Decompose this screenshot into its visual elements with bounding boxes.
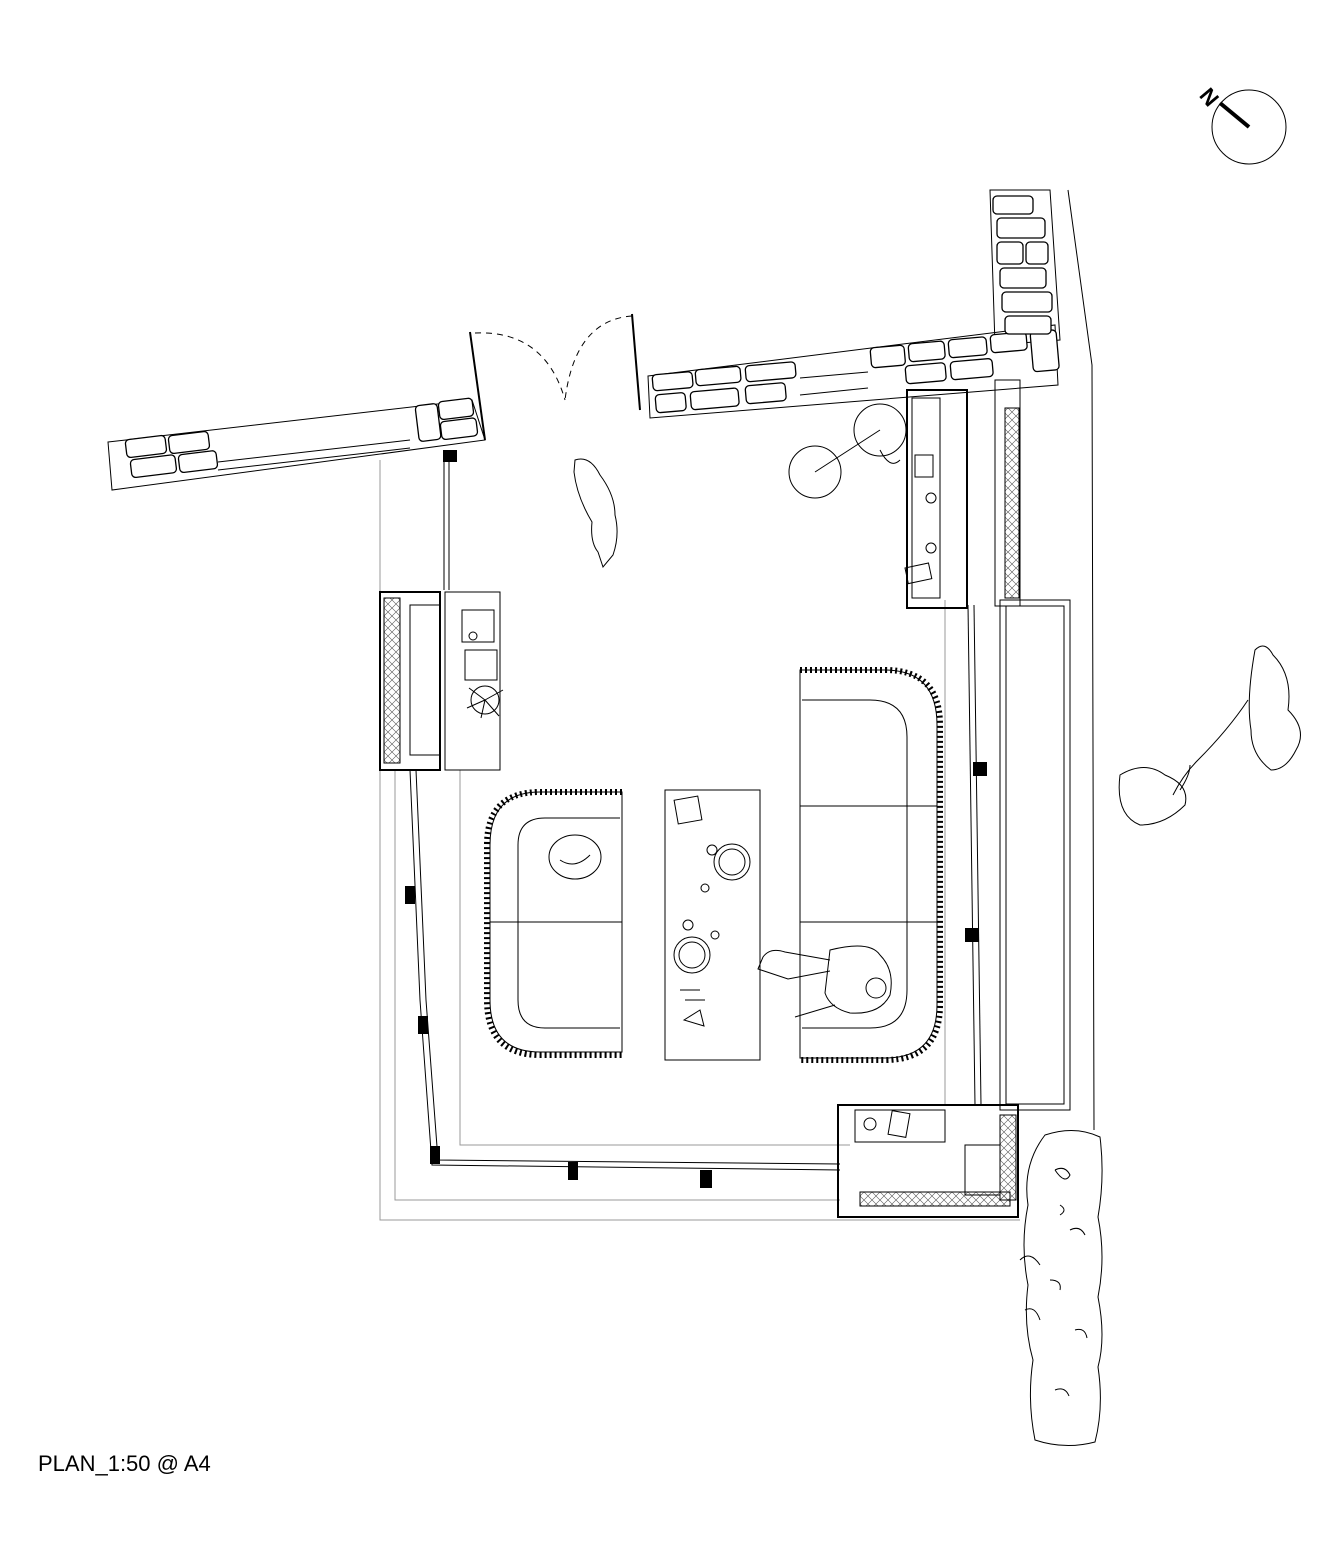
- drawing-caption: PLAN_1:50 @ A4: [38, 1451, 211, 1476]
- seated-person-icon: [757, 945, 892, 1018]
- north-label: N: [1195, 83, 1224, 111]
- site-boundary-line: [1067, 189, 1095, 1131]
- dog-icon: [573, 458, 618, 569]
- south-east-corner: [837, 1104, 1019, 1218]
- sofa-left: [484, 789, 623, 1058]
- sofa-right: [757, 667, 943, 1063]
- tree-hedge-icon: [1019, 1130, 1103, 1446]
- potted-plant-icon: [466, 685, 504, 719]
- people-outside-icon: [1118, 645, 1301, 826]
- north-east-bay: [904, 379, 1071, 1111]
- sleeping-cat-icon: [548, 834, 602, 880]
- west-bay-window: [379, 591, 504, 771]
- bicycle-icon: [788, 403, 907, 499]
- north-arrow-icon: N: [1195, 83, 1287, 165]
- building-outline: [379, 450, 1020, 1221]
- entrance-gate: [469, 313, 641, 441]
- stone-wall-left: [107, 397, 486, 491]
- dining-table: [664, 789, 761, 1061]
- stone-wall-right: [647, 189, 1061, 419]
